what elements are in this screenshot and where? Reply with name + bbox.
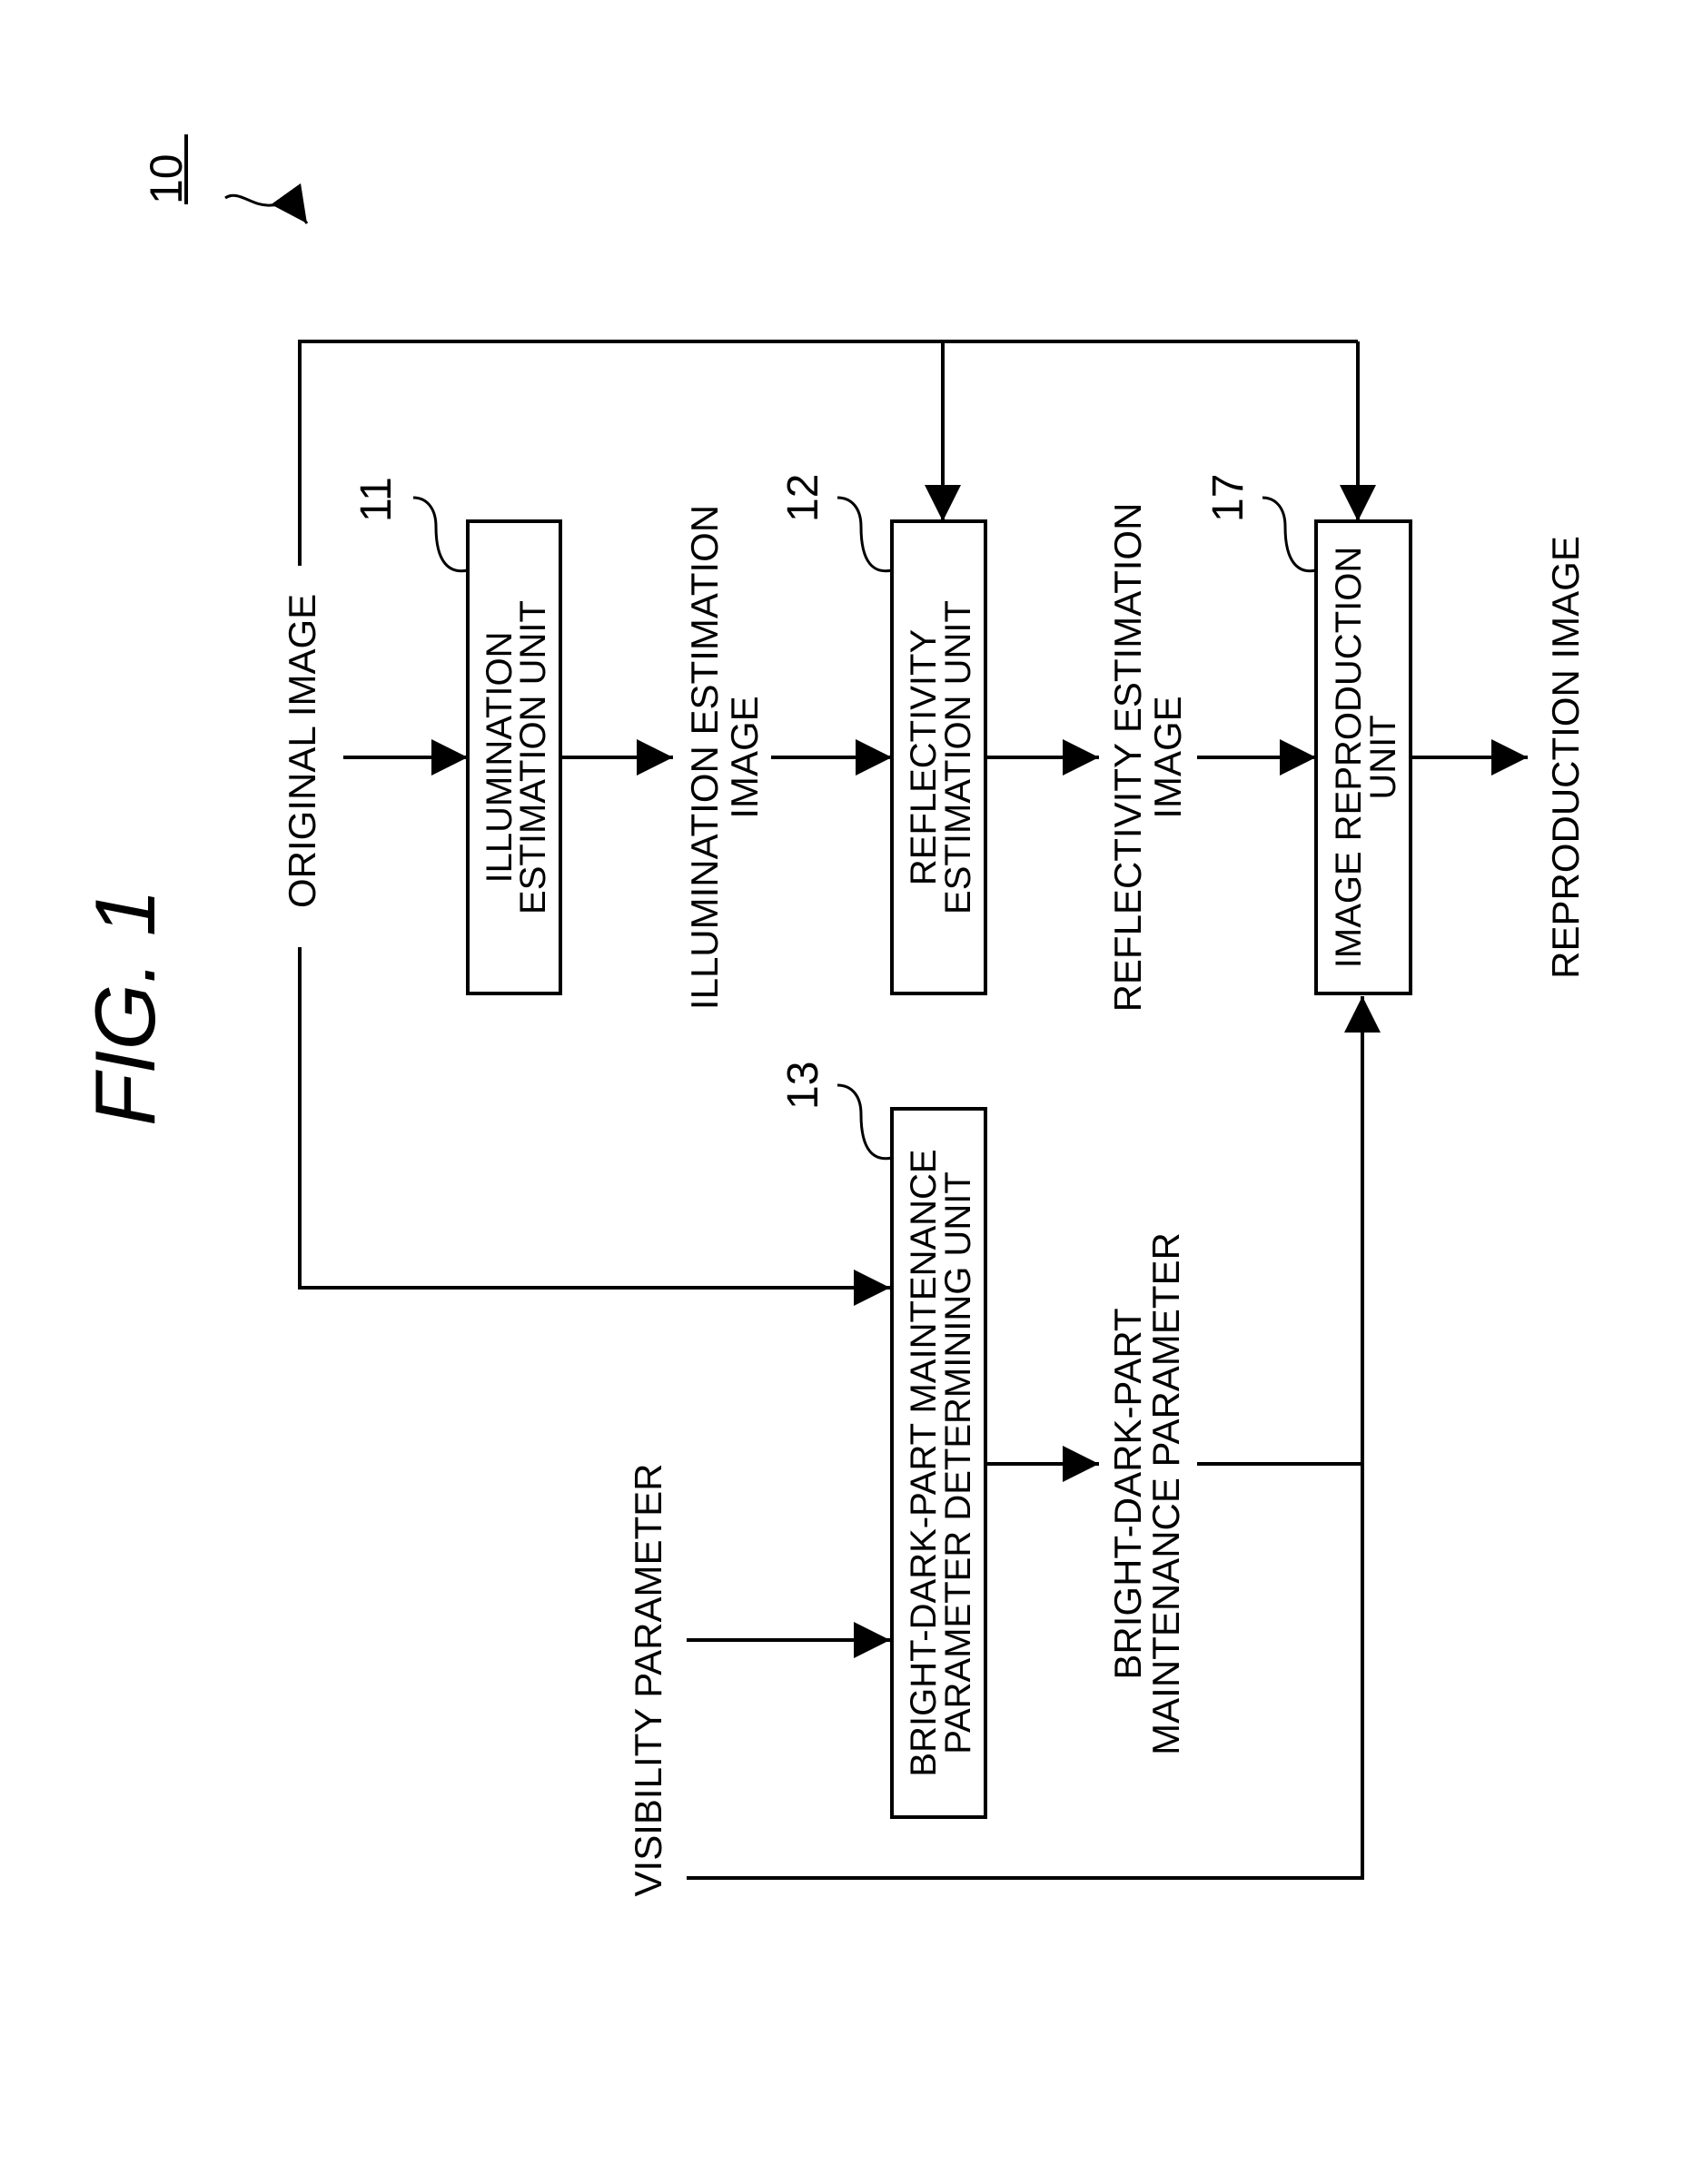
reflectivity-unit-ref: 12 bbox=[779, 474, 827, 522]
reflectivity-image-line1: REFLECTIVITY ESTIMATION bbox=[1106, 503, 1149, 1013]
reproduction-unit-line2: UNIT bbox=[1363, 715, 1403, 799]
original-image-bus bbox=[300, 341, 1358, 1288]
image-reproduction-unit: IMAGE REPRODUCTION UNIT 17 bbox=[1204, 474, 1411, 993]
bright-dark-parameter-line1: BRIGHT-DARK-PART bbox=[1106, 1308, 1149, 1679]
visibility-parameter-lines bbox=[687, 996, 1362, 1878]
bright-dark-parameter-unit: BRIGHT-DARK-PART MAINTENANCE PARAMETER D… bbox=[779, 1062, 985, 1817]
illumination-unit-leader bbox=[413, 498, 468, 571]
illumination-image-line1: ILLUMINATION ESTIMATION bbox=[683, 505, 726, 1010]
visibility-parameter-label: VISIBILITY PARAMETER bbox=[627, 1464, 669, 1897]
figure-title: FIG. 1 bbox=[77, 889, 173, 1126]
reference-arrow-icon bbox=[225, 195, 307, 223]
reflectivity-unit-line2: ESTIMATION UNIT bbox=[938, 600, 978, 914]
bright-dark-unit-ref: 13 bbox=[779, 1062, 827, 1110]
original-image-label: ORIGINAL IMAGE bbox=[281, 594, 323, 908]
bright-dark-parameter-line2: MAINTENANCE PARAMETER bbox=[1144, 1232, 1187, 1755]
reflectivity-estimation-unit: REFLECTIVITY ESTIMATION UNIT 12 bbox=[779, 474, 985, 993]
reflectivity-unit-leader bbox=[837, 498, 892, 571]
bright-dark-unit-line2: PARAMETER DETERMINING UNIT bbox=[938, 1171, 978, 1754]
bright-dark-unit-leader bbox=[837, 1085, 892, 1159]
reproduction-unit-leader bbox=[1262, 498, 1316, 571]
reproduction-unit-ref: 17 bbox=[1204, 474, 1252, 522]
illumination-unit-ref: 11 bbox=[352, 477, 401, 522]
device-ref-number: 10 bbox=[141, 153, 192, 204]
illumination-estimation-unit: ILLUMINATION ESTIMATION UNIT 11 bbox=[352, 477, 560, 993]
illumination-image-line2: IMAGE bbox=[723, 696, 766, 818]
illumination-unit-line2: ESTIMATION UNIT bbox=[513, 600, 553, 914]
reflectivity-image-line2: IMAGE bbox=[1146, 696, 1189, 818]
reproduction-image-label: REPRODUCTION IMAGE bbox=[1544, 536, 1587, 979]
device-reference: 10 bbox=[141, 134, 307, 223]
